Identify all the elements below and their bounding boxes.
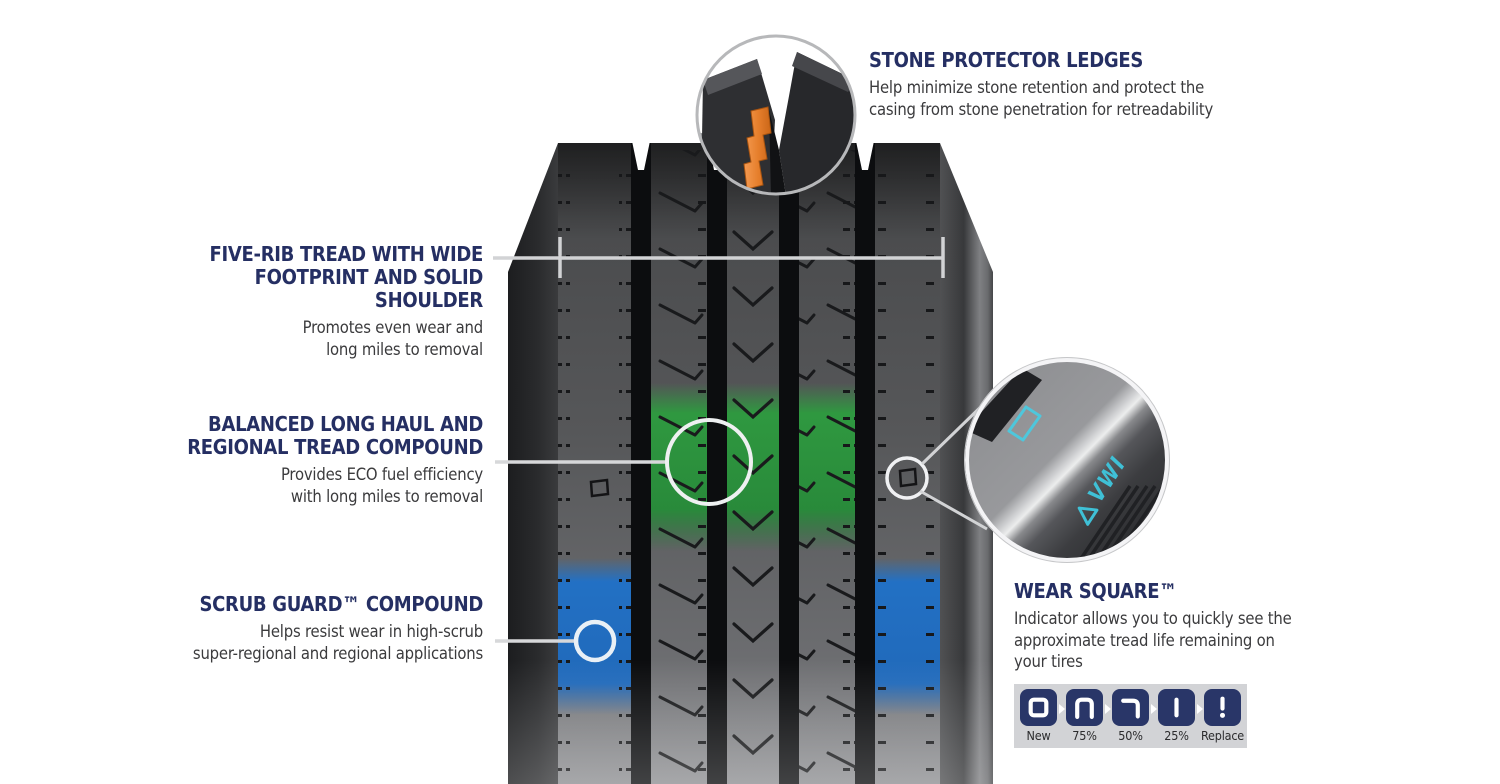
tread-block-right xyxy=(779,52,855,194)
wear-square-magnifier-circle: VWI xyxy=(964,357,1170,563)
magnified-wear-square-outline xyxy=(1007,405,1042,442)
annotation-balanced-compound: BALANCED LONG HAUL AND REGIONAL TREAD CO… xyxy=(170,413,483,507)
wear-square-mark-right xyxy=(898,467,918,488)
wear-stage-label: 25% xyxy=(1164,728,1189,743)
annotation-desc-line: approximate tread life remaining on xyxy=(1014,630,1275,650)
annotation-desc-line: your tires xyxy=(1014,652,1083,671)
arrow-right-icon xyxy=(1104,704,1111,714)
wear-stage-50: 50% xyxy=(1111,689,1150,743)
wear-stage-label: New xyxy=(1026,728,1051,743)
annotation-title: STONE PROTECTOR LEDGES xyxy=(869,48,1144,72)
annotation-desc-line: with long miles to removal xyxy=(290,486,483,506)
wear-square-mark-left xyxy=(589,478,610,498)
arrow-right-icon xyxy=(1058,704,1065,714)
tread-grooves xyxy=(631,143,875,784)
annotation-title: FIVE-RIB TREAD WITH WIDE xyxy=(209,242,484,266)
wear-square-75-icon xyxy=(1066,689,1103,726)
annotation-desc-line: long miles to removal xyxy=(326,339,483,359)
wear-stage-new: New xyxy=(1019,689,1058,743)
stone-protector-magnifier-circle xyxy=(695,34,857,196)
annotation-desc-line: Indicator allows you to quickly see the xyxy=(1014,609,1292,628)
annotation-desc-line: Helps resist wear in high-scrub xyxy=(259,622,483,641)
annotation-desc-line: Promotes even wear and xyxy=(302,318,484,337)
wear-stage-25: 25% xyxy=(1157,689,1196,743)
annotation-wear-square: WEAR SQUARE™ Indicator allows you to qui… xyxy=(1014,580,1292,673)
arrow-right-icon xyxy=(1196,704,1203,714)
wear-square-callout-circle xyxy=(885,456,929,500)
vwi-triangle-icon xyxy=(1077,506,1099,526)
wear-square-50-icon xyxy=(1112,689,1149,726)
annotation-title: FOOTPRINT AND SOLID SHOULDER xyxy=(254,265,484,312)
tire-body xyxy=(508,141,993,784)
wear-square-replace-icon xyxy=(1204,689,1241,726)
wear-stage-75: 75% xyxy=(1065,689,1104,743)
wear-square-indicator-strip: New 75% 50% 25% xyxy=(1014,684,1247,748)
wear-stage-label: 75% xyxy=(1072,728,1097,743)
annotation-title: BALANCED LONG HAUL AND xyxy=(208,412,483,436)
wear-stage-label: 50% xyxy=(1118,728,1143,743)
rib-edge-ticks xyxy=(558,150,938,784)
annotation-scrub-guard: SCRUB GUARD™ COMPOUND Helps resist wear … xyxy=(150,593,483,664)
five-rib-measure-line xyxy=(493,237,945,278)
balanced-compound-callout-circle xyxy=(665,418,753,506)
wear-square-new-icon xyxy=(1020,689,1057,726)
annotation-stone-protector-ledges: STONE PROTECTOR LEDGES Help minimize sto… xyxy=(869,49,1213,120)
shoulder-groove-wedge xyxy=(967,368,1042,442)
annotation-title: SCRUB GUARD™ COMPOUND xyxy=(199,592,483,616)
annotation-five-rib-tread: FIVE-RIB TREAD WITH WIDE FOOTPRINT AND S… xyxy=(170,242,484,360)
annotation-title: WEAR SQUARE™ xyxy=(1014,579,1177,603)
annotation-desc-line: Provides ECO fuel efficiency xyxy=(280,465,483,484)
wear-stage-label: Replace xyxy=(1200,728,1245,743)
stone-protector-ledge xyxy=(743,106,772,190)
annotation-title: REGIONAL TREAD COMPOUND xyxy=(187,435,483,459)
wear-stage-replace: Replace xyxy=(1200,689,1245,743)
scrub-guard-callout-circle xyxy=(573,619,617,663)
wear-square-25-icon xyxy=(1158,689,1195,726)
annotation-desc-line: super-regional and regional applications xyxy=(192,643,483,663)
annotation-desc-line: casing from stone penetration for retrea… xyxy=(869,99,1214,119)
arrow-right-icon xyxy=(1150,704,1157,714)
annotation-desc-line: Help minimize stone retention and protec… xyxy=(869,78,1205,97)
